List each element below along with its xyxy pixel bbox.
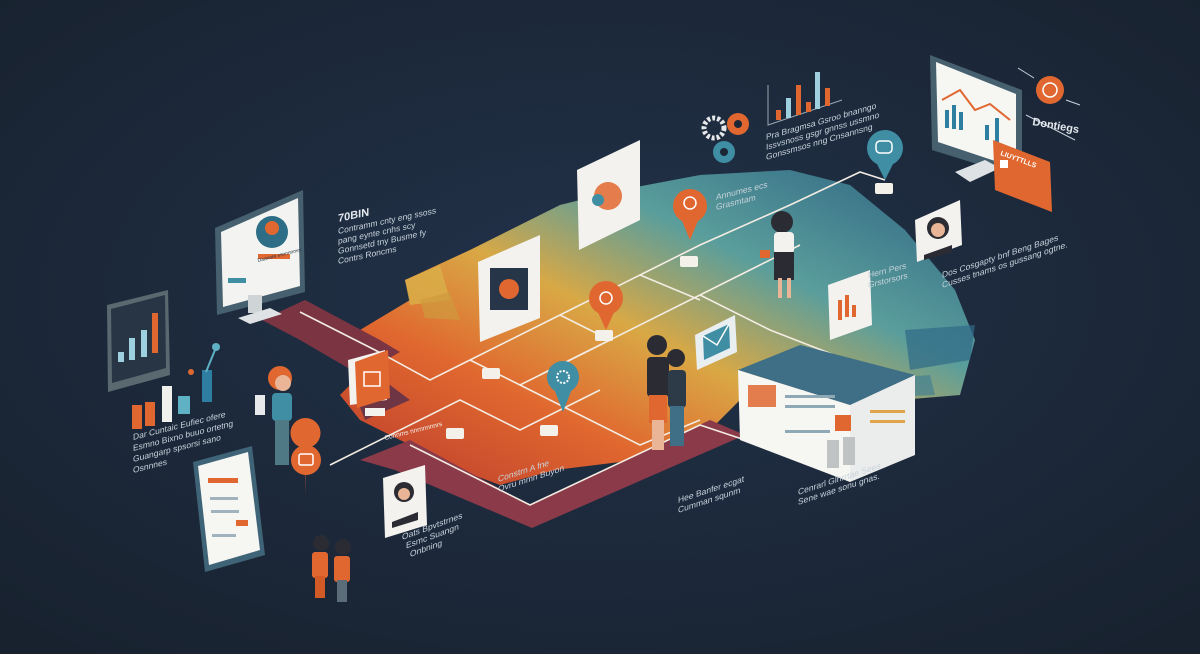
card-diagram-top xyxy=(577,140,640,250)
person-icon xyxy=(760,211,794,298)
sign-board xyxy=(193,446,265,572)
location-pin-icon xyxy=(547,361,579,412)
gear-icon xyxy=(701,113,749,163)
monitor-profile xyxy=(215,190,305,324)
location-pin-icon xyxy=(290,418,321,495)
shopping-bag-sign xyxy=(348,350,390,416)
monitor-bar-chart xyxy=(107,290,170,392)
mail-card xyxy=(695,315,737,370)
brand-badge xyxy=(1017,67,1081,141)
top-bar-chart xyxy=(767,72,843,126)
portrait-card-bottom xyxy=(383,465,427,538)
chat-pin-icon xyxy=(867,130,903,180)
lightbulb-pin-icon xyxy=(673,189,707,240)
person-icon xyxy=(255,366,292,465)
portrait-card-right xyxy=(915,200,962,262)
path-nodes xyxy=(446,183,893,439)
floating-bar-chart-icon xyxy=(132,343,220,429)
person-icon xyxy=(647,335,686,450)
content-cube xyxy=(738,345,915,482)
chart-card-right xyxy=(828,270,872,340)
location-pin-icon xyxy=(589,281,623,330)
card-image-center xyxy=(478,235,540,342)
person-icon xyxy=(312,535,351,602)
orange-banner xyxy=(993,140,1052,212)
